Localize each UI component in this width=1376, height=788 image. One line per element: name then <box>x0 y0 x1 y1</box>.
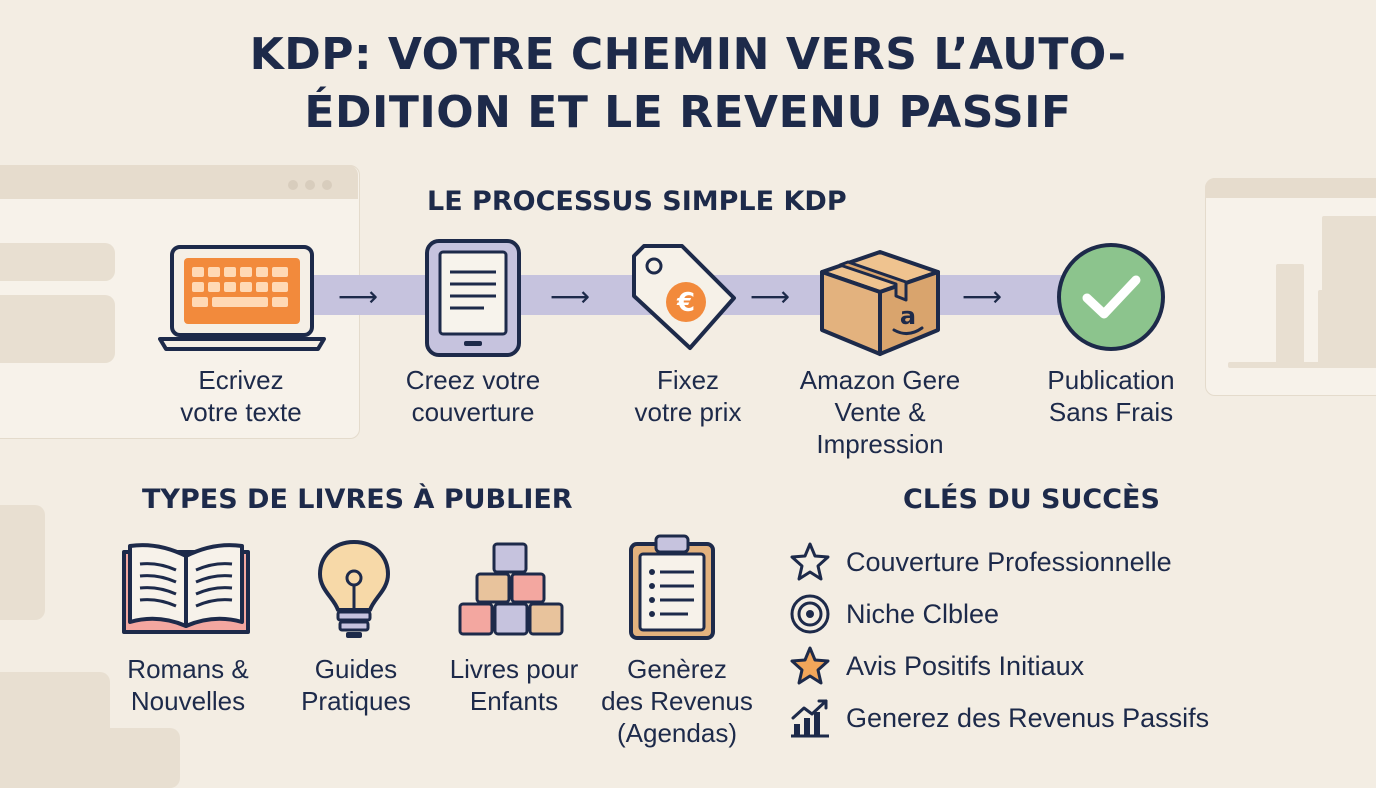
background-block-left <box>0 505 45 620</box>
step-label-5: Publication Sans Frais <box>1047 365 1175 427</box>
background-chart-base <box>1228 362 1376 368</box>
type-label-3: Livres pour Enfants <box>449 654 579 716</box>
arrow-icon-4: ⟶ <box>962 281 1003 312</box>
target-icon <box>790 594 830 634</box>
key-item-3: Avis Positifs Initiaux <box>788 644 1084 688</box>
step-label-3: Fixez votre prix <box>634 365 742 427</box>
background-window-right-bar <box>1205 178 1376 198</box>
process-heading: LE PROCESSUS SIMPLE KDP <box>427 186 847 217</box>
laptop-keyboard-icon <box>158 245 326 351</box>
key-label-1: Couverture Professionnelle <box>846 546 1172 577</box>
amazon-box-icon: a <box>820 250 940 356</box>
key-label-2: Niche Clblee <box>846 598 1000 629</box>
type-label-1: Romans & Nouvelles <box>127 654 249 716</box>
star-filled-icon <box>790 646 830 685</box>
type-label-2: Guides Pratiques <box>301 654 411 716</box>
window-dots <box>288 180 332 190</box>
background-bar-1 <box>0 243 115 281</box>
types-heading: TYPES DE LIVRES À PUBLIER <box>142 484 573 515</box>
key-item-1: Couverture Professionnelle <box>788 540 1172 584</box>
type-label-4: Genèrez des Revenus (Agendas) <box>601 654 753 748</box>
step-label-2: Creez votre couverture <box>405 365 541 427</box>
page-title-line-1: KDP: VOTRE CHEMIN VERS L’AUTO- <box>249 29 1127 80</box>
check-circle-icon <box>1057 243 1165 351</box>
blocks-icon <box>458 542 564 636</box>
open-book-icon <box>122 543 250 634</box>
key-item-2: Niche Clblee <box>788 592 999 636</box>
arrow-icon-1: ⟶ <box>338 281 379 312</box>
background-chart-bar-1 <box>1276 264 1304 364</box>
euro-price-tag-icon: € <box>632 244 736 350</box>
step-label-4: Amazon Gere Vente & Impression <box>799 365 961 459</box>
clipboard-icon <box>629 534 715 640</box>
background-block-bottom-2 <box>0 728 180 788</box>
svg-text:€: € <box>676 288 695 318</box>
arrow-icon-3: ⟶ <box>750 281 791 312</box>
svg-text:a: a <box>900 302 916 330</box>
keys-heading: CLÉS DU SUCCÈS <box>903 484 1160 515</box>
background-chart-bar-3 <box>1322 216 1376 366</box>
growth-chart-icon <box>791 699 829 738</box>
background-bar-2 <box>0 295 115 363</box>
page-title-line-2: ÉDITION ET LE REVENU PASSIF <box>304 87 1072 138</box>
key-label-4: Generez des Revenus Passifs <box>846 702 1210 733</box>
arrow-icon-2: ⟶ <box>550 281 591 312</box>
page-title: KDP: VOTRE CHEMIN VERS L’AUTO- ÉDITION E… <box>0 26 1376 142</box>
ebook-reader-icon <box>425 239 521 357</box>
step-label-1: Ecrivez votre texte <box>180 365 302 427</box>
lightbulb-icon <box>318 540 390 638</box>
key-item-4: Generez des Revenus Passifs <box>788 696 1209 740</box>
background-window-left-bar <box>0 165 358 199</box>
key-label-3: Avis Positifs Initiaux <box>846 650 1085 681</box>
star-outline-icon <box>790 542 830 581</box>
